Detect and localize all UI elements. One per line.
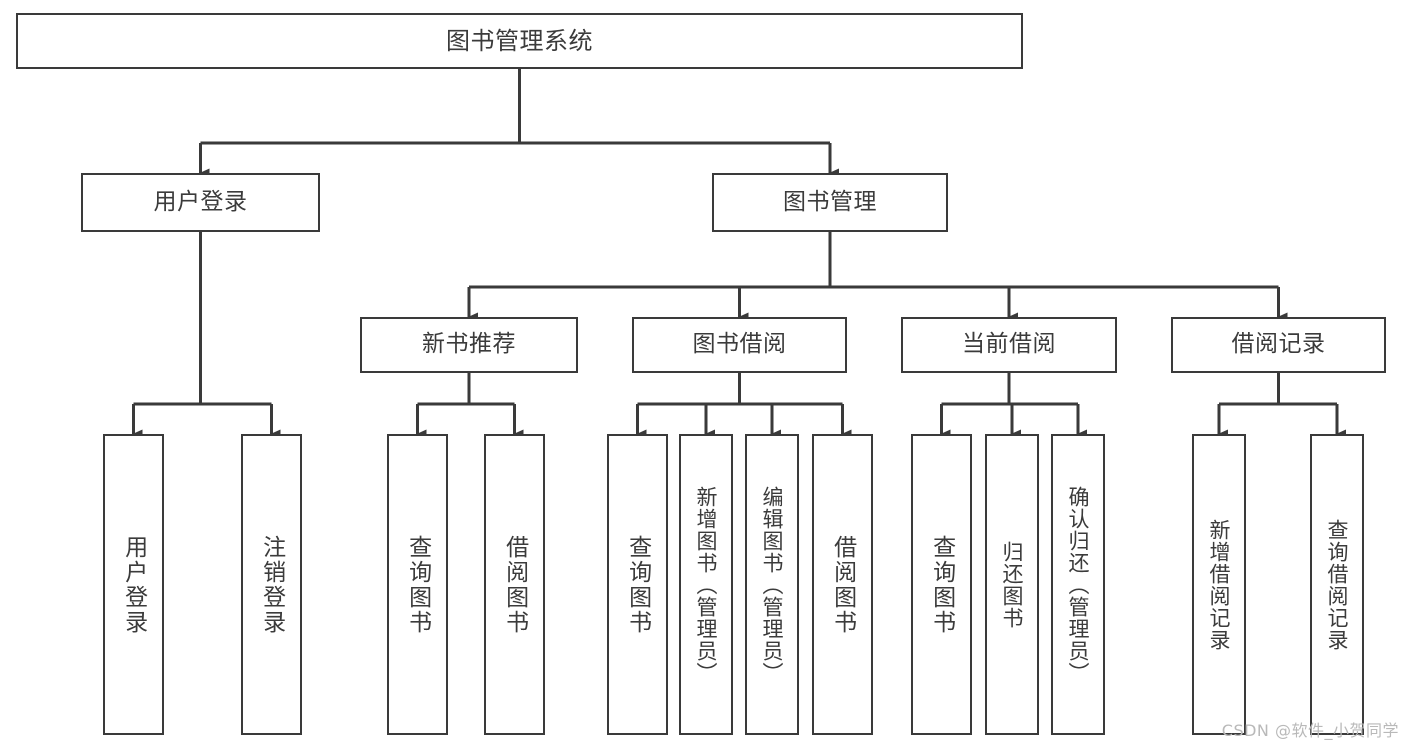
node-user-login[interactable]: 用户登录 [81,173,320,232]
node-leaf-query-book-borrow[interactable]: 查询图书 [607,434,668,735]
node-leaf-query-book-borrow-label: 查询图书 [624,534,651,635]
node-leaf-borrow-book[interactable]: 借阅图书 [812,434,873,735]
node-leaf-edit-book-label: 编辑图书（管理员） [760,485,785,684]
node-leaf-query-record-label: 查询借阅记录 [1325,518,1350,651]
node-current-borrow-label: 当前借阅 [962,331,1056,358]
node-book-manage[interactable]: 图书管理 [712,173,948,232]
node-leaf-user-login-label: 用户登录 [120,534,147,635]
node-leaf-query-book-rec[interactable]: 查询图书 [387,434,448,735]
watermark-text: CSDN @软件_小贺同学 [1221,721,1399,740]
node-leaf-confirm-return-label: 确认归还（管理员） [1066,485,1091,684]
node-leaf-borrow-book-rec[interactable]: 借阅图书 [484,434,545,735]
node-borrow-record[interactable]: 借阅记录 [1171,317,1386,373]
node-leaf-edit-book[interactable]: 编辑图书（管理员） [745,434,799,735]
node-leaf-logout-label: 注销登录 [258,534,285,635]
node-leaf-query-record[interactable]: 查询借阅记录 [1310,434,1364,735]
node-leaf-confirm-return[interactable]: 确认归还（管理员） [1051,434,1105,735]
node-leaf-query-book-cur[interactable]: 查询图书 [911,434,972,735]
node-leaf-borrow-book-label: 借阅图书 [829,534,856,635]
node-book-borrow[interactable]: 图书借阅 [632,317,847,373]
node-leaf-return-book[interactable]: 归还图书 [985,434,1039,735]
node-leaf-query-book-rec-label: 查询图书 [404,534,431,635]
node-leaf-add-record-label: 新增借阅记录 [1207,518,1232,651]
node-root-label: 图书管理系统 [446,26,593,55]
node-leaf-query-book-cur-label: 查询图书 [928,534,955,635]
node-root[interactable]: 图书管理系统 [16,13,1023,69]
node-leaf-add-book[interactable]: 新增图书（管理员） [679,434,733,735]
node-leaf-add-book-label: 新增图书（管理员） [694,485,719,684]
node-new-book-rec[interactable]: 新书推荐 [360,317,578,373]
node-new-book-rec-label: 新书推荐 [422,331,516,358]
node-leaf-add-record[interactable]: 新增借阅记录 [1192,434,1246,735]
node-leaf-user-login[interactable]: 用户登录 [103,434,164,735]
node-leaf-return-book-label: 归还图书 [1000,540,1025,629]
node-leaf-borrow-book-rec-label: 借阅图书 [501,534,528,635]
node-borrow-record-label: 借阅记录 [1231,331,1326,358]
node-current-borrow[interactable]: 当前借阅 [901,317,1117,373]
node-book-borrow-label: 图书借阅 [692,331,787,358]
node-leaf-logout[interactable]: 注销登录 [241,434,302,735]
node-user-login-label: 用户登录 [153,188,248,215]
node-book-manage-label: 图书管理 [783,188,877,215]
